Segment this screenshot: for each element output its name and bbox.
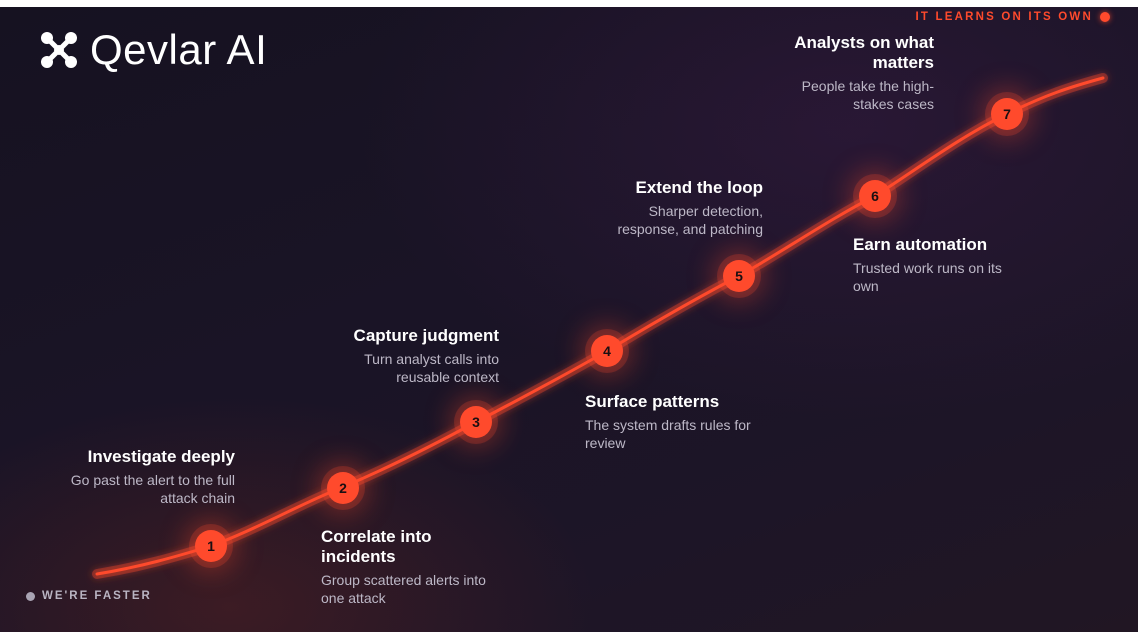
curve-line bbox=[95, 76, 1105, 576]
step-node-2: 2 bbox=[327, 472, 359, 504]
step-6-label: Earn automation Trusted work runs on its… bbox=[853, 235, 1023, 295]
step-2-label: Correlate into incidents Group scattered… bbox=[321, 527, 491, 607]
curve-glow bbox=[92, 73, 1108, 579]
step-3-desc: Turn analyst calls into reusable context bbox=[364, 351, 499, 385]
brand-mark-icon bbox=[41, 32, 77, 68]
step-2-title: Correlate into incidents bbox=[321, 527, 432, 566]
step-node-6: 6 bbox=[859, 180, 891, 212]
step-7-desc: People take the high-stakes cases bbox=[801, 78, 934, 112]
step-node-7: 7 bbox=[991, 98, 1023, 130]
progress-curve bbox=[92, 73, 1108, 579]
accent-dot-icon bbox=[1100, 12, 1110, 22]
step-3-title: Capture judgment bbox=[353, 326, 499, 345]
step-node-3: 3 bbox=[460, 406, 492, 438]
step-4-label: Surface patterns The system drafts rules… bbox=[585, 392, 755, 452]
step-3-label: Capture judgment Turn analyst calls into… bbox=[309, 326, 499, 386]
step-7-label: Analysts on what matters People take the… bbox=[763, 33, 934, 113]
step-node-4: 4 bbox=[591, 335, 623, 367]
step-1-desc: Go past the alert to the full attack cha… bbox=[70, 472, 235, 506]
step-6-desc: Trusted work runs on its own bbox=[853, 260, 1002, 294]
step-2-desc: Group scattered alerts into one attack bbox=[321, 572, 486, 606]
top-tagline-text: IT LEARNS ON ITS OWN bbox=[915, 11, 1093, 23]
brand-logo: Qevlar AI bbox=[40, 29, 267, 71]
step-node-5: 5 bbox=[723, 260, 755, 292]
step-1-label: Investigate deeply Go past the alert to … bbox=[40, 447, 235, 507]
roadmap-slide: Qevlar AI IT LEARNS ON ITS OWN WE'RE FAS… bbox=[0, 7, 1138, 632]
bottom-tagline: WE'RE FASTER bbox=[26, 590, 152, 602]
grey-dot-icon bbox=[26, 591, 35, 601]
top-tagline: IT LEARNS ON ITS OWN bbox=[915, 11, 1110, 23]
step-4-desc: The system drafts rules for review bbox=[585, 417, 751, 451]
step-4-title: Surface patterns bbox=[585, 392, 720, 411]
step-5-label: Extend the loop Sharper detection, respo… bbox=[593, 178, 763, 238]
step-5-title: Extend the loop bbox=[635, 178, 764, 197]
bottom-tagline-text: WE'RE FASTER bbox=[42, 590, 152, 602]
step-7-title: Analysts on what matters bbox=[794, 33, 934, 72]
step-5-desc: Sharper detection, response, and patchin… bbox=[617, 203, 763, 237]
step-1-title: Investigate deeply bbox=[87, 447, 235, 466]
brand-name: Qevlar AI bbox=[90, 26, 268, 73]
step-6-title: Earn automation bbox=[853, 235, 988, 254]
step-node-1: 1 bbox=[195, 530, 227, 562]
